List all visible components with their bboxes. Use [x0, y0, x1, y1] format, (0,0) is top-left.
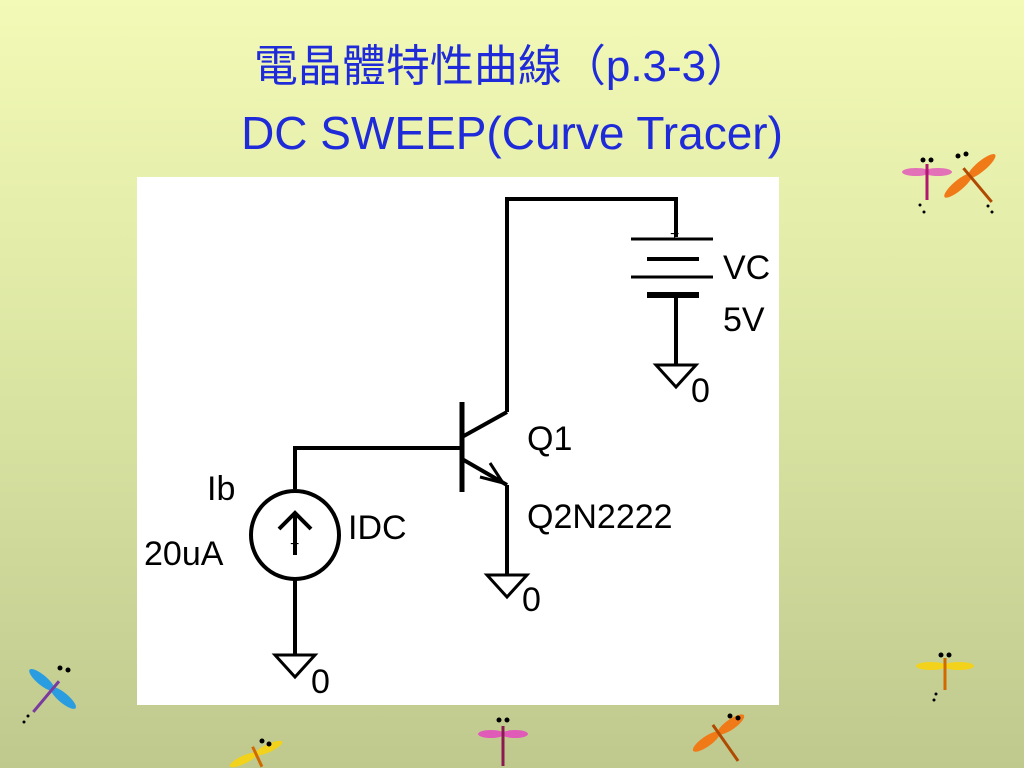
current-source-idc	[249, 489, 341, 581]
dragonfly-icon	[916, 652, 974, 702]
ground-symbol-vc	[652, 363, 700, 390]
idc-plus-mark: +	[290, 536, 299, 553]
dragonfly-icon	[692, 713, 745, 762]
idc-name: IDC	[348, 509, 407, 547]
ground-label-vc: 0	[691, 372, 710, 410]
circuit-diagram: + VC 5V 0 0 Q1 Q2N2222 +	[144, 197, 770, 701]
schematic: + VC 5V 0 0 Q1 Q2N2222 +	[137, 177, 779, 705]
ib-label: Ib	[207, 470, 235, 508]
title-line-1: 電晶體特性曲線（p.3-3）	[0, 30, 1014, 94]
ground-symbol-source	[271, 653, 319, 680]
collector-wire	[505, 197, 678, 412]
q1-ref: Q1	[527, 420, 572, 458]
title-page-ref: p.3-3	[605, 42, 707, 91]
q1-model: Q2N2222	[527, 498, 673, 536]
vc-value: 5V	[723, 301, 765, 339]
base-wire	[293, 446, 462, 489]
ib-value: 20uA	[144, 535, 224, 573]
dragonfly-icon	[478, 717, 528, 766]
transistor-q1	[459, 402, 509, 492]
vc-name: VC	[723, 249, 770, 287]
title-paren-open: （	[561, 41, 606, 92]
vc-plus-mark: +	[670, 226, 679, 243]
dragonfly-icon	[229, 738, 283, 768]
battery-symbol	[631, 237, 713, 298]
dragonfly-icon	[22, 665, 76, 724]
title-line-2: DC SWEEP(Curve Tracer)	[241, 107, 783, 159]
ground-symbol-emitter	[483, 573, 531, 600]
dragonfly-icon	[944, 151, 996, 214]
title-cjk: 電晶體特性曲線	[253, 41, 562, 92]
dragonfly-icon	[902, 157, 952, 214]
ground-label-emitter: 0	[522, 581, 541, 619]
title-paren-close: ）	[706, 41, 751, 92]
ground-label-source: 0	[311, 663, 330, 701]
